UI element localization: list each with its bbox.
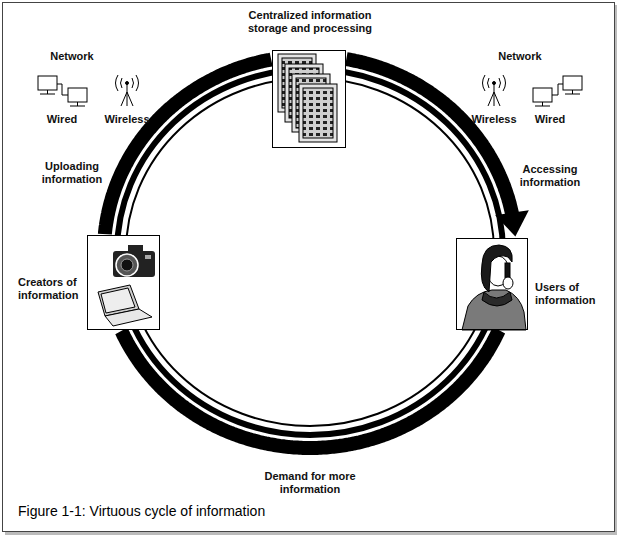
- node-heading: Centralized information storage and proc…: [234, 9, 386, 35]
- network-label: Wireless: [466, 113, 522, 126]
- node-heading: Creators of information: [18, 276, 86, 302]
- cycle-rings: [117, 69, 503, 435]
- node-heading: Users of information: [535, 281, 607, 307]
- cycle-band: [346, 59, 512, 215]
- cycle-arc: [346, 59, 529, 236]
- laptop-icon: [98, 285, 152, 326]
- wireless-antenna-icon: [116, 75, 139, 106]
- network-label: Wired: [42, 113, 82, 126]
- wired-network-icon: [38, 76, 87, 106]
- camera-icon: [113, 245, 155, 277]
- cycle-band: [105, 60, 271, 235]
- woman-on-phone: [462, 245, 526, 330]
- cycle-arc: [105, 60, 271, 235]
- picture-box: Centralized information storage and proc…: [272, 50, 346, 148]
- network-label: Network: [42, 50, 102, 63]
- picture-box: Creators of information: [87, 235, 160, 330]
- box-grounds: [87, 50, 528, 330]
- figure-caption: Figure 1-1: Virtuous cycle of informatio…: [18, 503, 265, 520]
- network-label: Wired: [530, 113, 570, 126]
- cycle-band: [121, 330, 499, 448]
- wired-network-icon: [533, 76, 582, 106]
- network-label: Wireless: [99, 113, 155, 126]
- figure-frame: [3, 3, 618, 536]
- flow-label: Uploading information: [36, 160, 108, 186]
- cycle-arc: [121, 330, 499, 448]
- flow-label: Accessing information: [514, 163, 586, 189]
- wireless-antenna-icon: [483, 75, 506, 106]
- network-label: Network: [490, 50, 550, 63]
- flow-label: Demand for more information: [255, 470, 365, 496]
- arrow-head: [495, 210, 529, 236]
- server-racks: [278, 54, 337, 142]
- picture-box: Users of information: [456, 238, 528, 330]
